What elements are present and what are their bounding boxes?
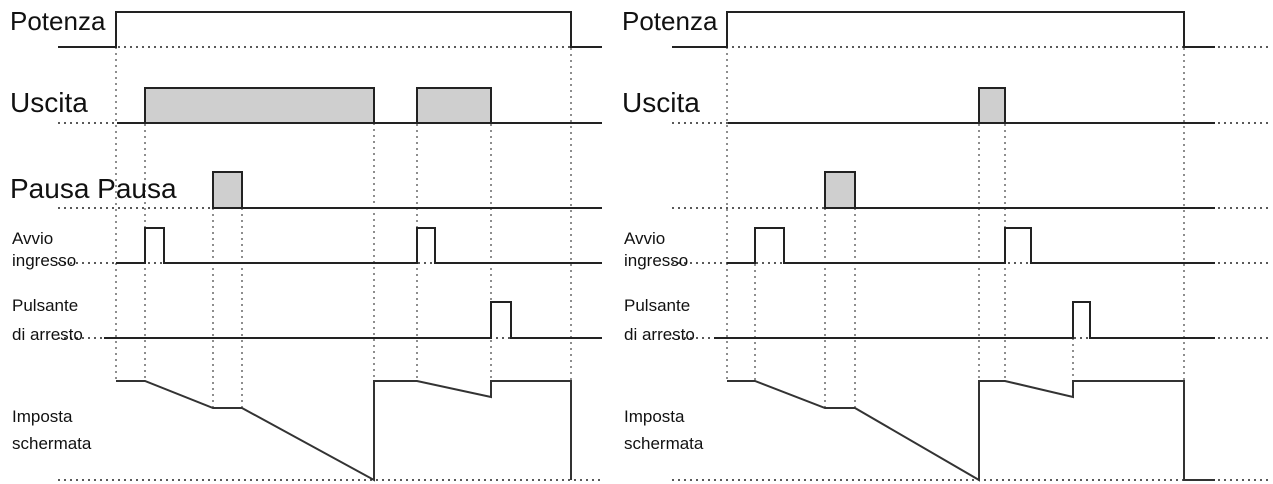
avvio-label-line1: Avvio [12,229,53,248]
avvio-label-line1: Avvio [624,229,665,248]
arresto-label-line2: di arresto [624,325,695,344]
potenza-signal [672,11,1215,48]
uscita-pulse-2 [416,87,492,124]
arresto-signal [714,301,1215,339]
pausa-label: Pausa Pausa [10,173,177,204]
imposta-signal [727,380,1215,482]
imposta-label-line2: schermata [12,434,92,453]
potenza-label: Potenza [10,6,106,36]
pausa-pulse [212,171,243,209]
avvio-signal [727,227,1215,264]
imposta-label-line1: Imposta [12,407,73,426]
imposta-signal [116,380,572,482]
arresto-label-line1: Pulsante [624,296,690,315]
arresto-label-line2: di arresto [12,325,83,344]
potenza-label: Potenza [622,6,718,36]
avvio-label-line2: ingresso [12,251,76,270]
arresto-label-line1: Pulsante [12,296,78,315]
panel-right: Potenza Uscita Avvio ingresso Pulsante d… [622,6,1268,482]
uscita-pulse [978,87,1006,124]
uscita-pulse-1 [144,87,375,124]
guide-lines [726,12,1185,480]
panel-left: Potenza Uscita Pausa Pausa Avvio ingress… [10,6,602,482]
potenza-signal [58,11,602,48]
pausa-pulse [824,171,856,209]
imposta-label-line1: Imposta [624,407,685,426]
arresto-signal [104,301,602,339]
guide-lines [115,12,572,480]
uscita-label: Uscita [622,87,700,118]
uscita-label: Uscita [10,87,88,118]
avvio-signal [116,227,602,264]
imposta-label-line2: schermata [624,434,704,453]
avvio-label-line2: ingresso [624,251,688,270]
